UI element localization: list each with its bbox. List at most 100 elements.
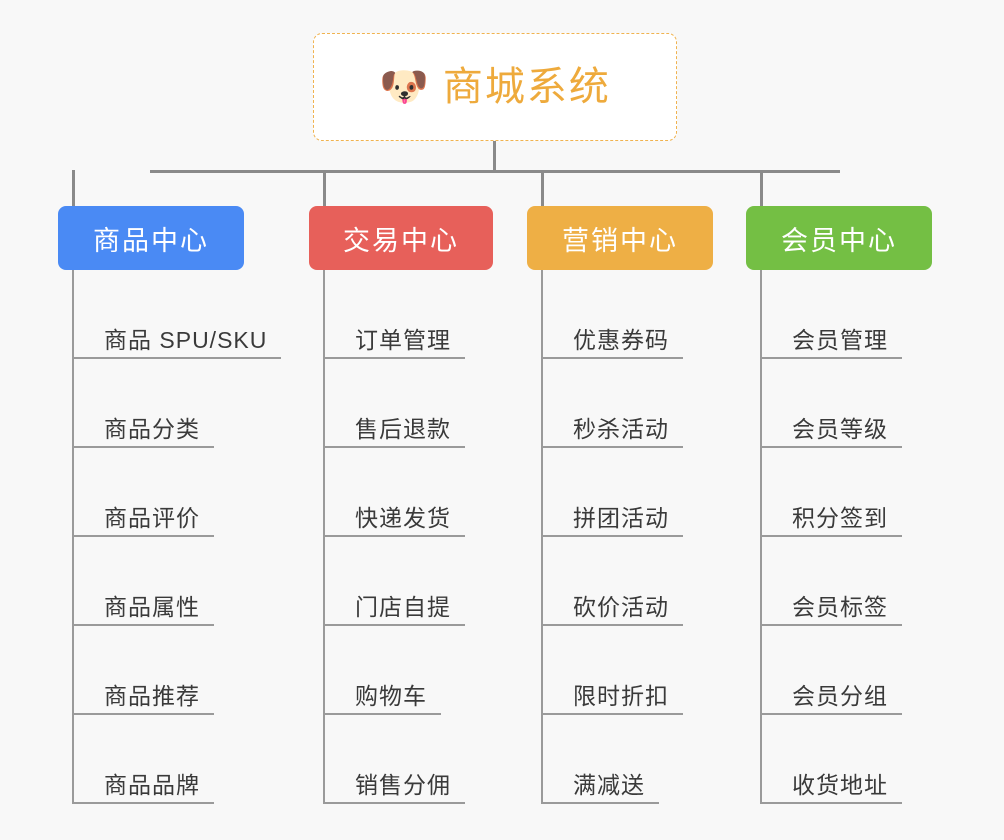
leaf-item-underline <box>72 624 214 626</box>
leaf-item-label: 会员分组 <box>792 683 888 709</box>
branch-member-center: 会员中心会员管理会员等级积分签到会员标签会员分组收货地址 <box>746 206 932 804</box>
branch-spine-trade-center <box>323 270 325 804</box>
leaf-item-underline <box>541 624 683 626</box>
branch-header-marketing-center[interactable]: 营销中心 <box>527 206 713 270</box>
leaf-item-label: 限时折扣 <box>573 683 669 709</box>
leaf-item[interactable]: 快递发货 <box>309 448 493 537</box>
leaf-list-marketing-center: 优惠券码秒杀活动拼团活动砍价活动限时折扣满减送 <box>527 270 713 804</box>
leaf-item[interactable]: 会员标签 <box>746 537 932 626</box>
branch-drop-line-product-center <box>72 170 75 206</box>
branch-header-trade-center[interactable]: 交易中心 <box>309 206 493 270</box>
leaf-item-label: 商品品牌 <box>104 772 200 798</box>
leaf-item[interactable]: 积分签到 <box>746 448 932 537</box>
leaf-item[interactable]: 会员管理 <box>746 270 932 359</box>
leaf-item-label: 收货地址 <box>792 772 888 798</box>
branch-connector-bus <box>150 170 840 173</box>
branch-spine-marketing-center <box>541 270 543 804</box>
leaf-item-label: 会员管理 <box>792 327 888 353</box>
leaf-item[interactable]: 商品分类 <box>58 359 244 448</box>
leaf-item[interactable]: 收货地址 <box>746 715 932 804</box>
leaf-item-label: 满减送 <box>573 772 645 798</box>
leaf-item-underline <box>541 357 683 359</box>
leaf-item-label: 积分签到 <box>792 505 888 531</box>
branch-header-label: 营销中心 <box>562 225 678 256</box>
leaf-item-underline <box>760 446 902 448</box>
leaf-item-label: 商品属性 <box>104 594 200 620</box>
leaf-item[interactable]: 商品 SPU/SKU <box>58 270 281 359</box>
branch-header-member-center[interactable]: 会员中心 <box>746 206 932 270</box>
leaf-item-label: 销售分佣 <box>355 772 451 798</box>
branch-header-label: 会员中心 <box>781 225 897 256</box>
branch-spine-member-center <box>760 270 762 804</box>
leaf-item-underline <box>541 446 683 448</box>
leaf-item[interactable]: 限时折扣 <box>527 626 713 715</box>
root-title: 商城系统 <box>442 65 611 109</box>
leaf-item-underline <box>323 357 465 359</box>
leaf-item-label: 砍价活动 <box>573 594 669 620</box>
leaf-item[interactable]: 商品属性 <box>58 537 244 626</box>
leaf-list-product-center: 商品 SPU/SKU 商品分类商品评价商品属性商品推荐商品品牌 <box>58 270 281 804</box>
leaf-item-label: 商品分类 <box>104 416 200 442</box>
root-node[interactable]: 🐶 商城系统 <box>313 33 677 141</box>
leaf-item[interactable]: 售后退款 <box>309 359 493 448</box>
leaf-item-underline <box>541 535 683 537</box>
leaf-item[interactable]: 会员等级 <box>746 359 932 448</box>
leaf-item[interactable]: 门店自提 <box>309 537 493 626</box>
branch-product-center: 商品中心商品 SPU/SKU 商品分类商品评价商品属性商品推荐商品品牌 <box>58 206 281 804</box>
leaf-item-underline <box>760 802 902 804</box>
branch-marketing-center: 营销中心优惠券码秒杀活动拼团活动砍价活动限时折扣满减送 <box>527 206 713 804</box>
branch-header-label: 交易中心 <box>343 225 459 256</box>
leaf-item-label: 会员标签 <box>792 594 888 620</box>
leaf-item-label: 会员等级 <box>792 416 888 442</box>
root-connector-vertical <box>493 141 496 172</box>
leaf-item[interactable]: 秒杀活动 <box>527 359 713 448</box>
leaf-item-underline <box>541 713 683 715</box>
leaf-item-label: 快递发货 <box>355 505 451 531</box>
leaf-item[interactable]: 商品品牌 <box>58 715 244 804</box>
leaf-item-label: 优惠券码 <box>573 327 669 353</box>
leaf-item[interactable]: 拼团活动 <box>527 448 713 537</box>
leaf-item[interactable]: 优惠券码 <box>527 270 713 359</box>
leaf-item-underline <box>323 535 465 537</box>
leaf-item-underline <box>72 446 214 448</box>
branch-drop-line-trade-center <box>323 170 326 206</box>
branch-drop-line-member-center <box>760 170 763 206</box>
leaf-item-underline <box>323 802 465 804</box>
leaf-item-underline <box>72 713 214 715</box>
leaf-item-underline <box>323 713 441 715</box>
leaf-item[interactable]: 商品推荐 <box>58 626 244 715</box>
branch-trade-center: 交易中心订单管理售后退款快递发货门店自提购物车销售分佣 <box>309 206 493 804</box>
leaf-item-underline <box>72 535 214 537</box>
leaf-item-underline <box>760 713 902 715</box>
leaf-item-label: 商品 SPU/SKU <box>104 327 268 353</box>
leaf-item-label: 拼团活动 <box>573 505 669 531</box>
leaf-item-label: 订单管理 <box>355 327 451 353</box>
leaf-item-underline <box>760 624 902 626</box>
leaf-item-underline <box>760 357 902 359</box>
leaf-item-label: 商品推荐 <box>104 683 200 709</box>
leaf-item[interactable]: 会员分组 <box>746 626 932 715</box>
branch-drop-line-marketing-center <box>541 170 544 206</box>
branch-header-product-center[interactable]: 商品中心 <box>58 206 244 270</box>
leaf-item-label: 秒杀活动 <box>573 416 669 442</box>
leaf-item[interactable]: 商品评价 <box>58 448 244 537</box>
dog-face-icon: 🐶 <box>379 65 429 109</box>
leaf-item[interactable]: 购物车 <box>309 626 493 715</box>
leaf-item-underline <box>72 357 281 359</box>
leaf-item-underline <box>72 802 214 804</box>
leaf-item[interactable]: 订单管理 <box>309 270 493 359</box>
leaf-item-label: 售后退款 <box>355 416 451 442</box>
branch-header-label: 商品中心 <box>93 225 209 256</box>
leaf-item[interactable]: 满减送 <box>527 715 713 804</box>
leaf-item[interactable]: 销售分佣 <box>309 715 493 804</box>
leaf-item-underline <box>760 535 902 537</box>
leaf-item-label: 门店自提 <box>355 594 451 620</box>
leaf-item-label: 购物车 <box>355 683 427 709</box>
leaf-list-trade-center: 订单管理售后退款快递发货门店自提购物车销售分佣 <box>309 270 493 804</box>
leaf-item-label: 商品评价 <box>104 505 200 531</box>
leaf-item-underline <box>541 802 659 804</box>
branch-spine-product-center <box>72 270 74 804</box>
leaf-item-underline <box>323 446 465 448</box>
leaf-item[interactable]: 砍价活动 <box>527 537 713 626</box>
